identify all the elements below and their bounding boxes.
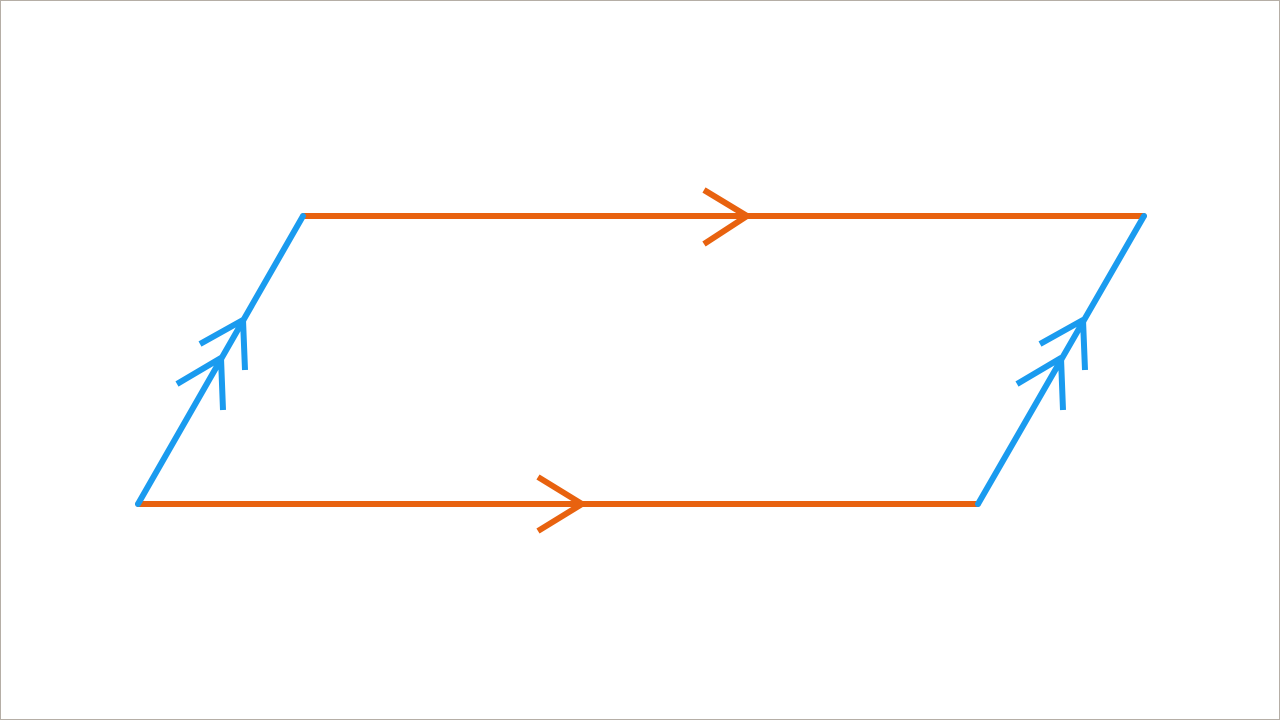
- right-double-arrow-upper-icon: [1038, 317, 1088, 371]
- top-parallel-arrow-icon: [702, 187, 750, 247]
- left-double-arrow-lower-icon: [175, 355, 226, 411]
- bottom-parallel-arrow-icon: [536, 474, 585, 534]
- right-double-arrow-lower-icon: [1015, 355, 1066, 411]
- left-double-arrow-upper-icon: [198, 317, 248, 371]
